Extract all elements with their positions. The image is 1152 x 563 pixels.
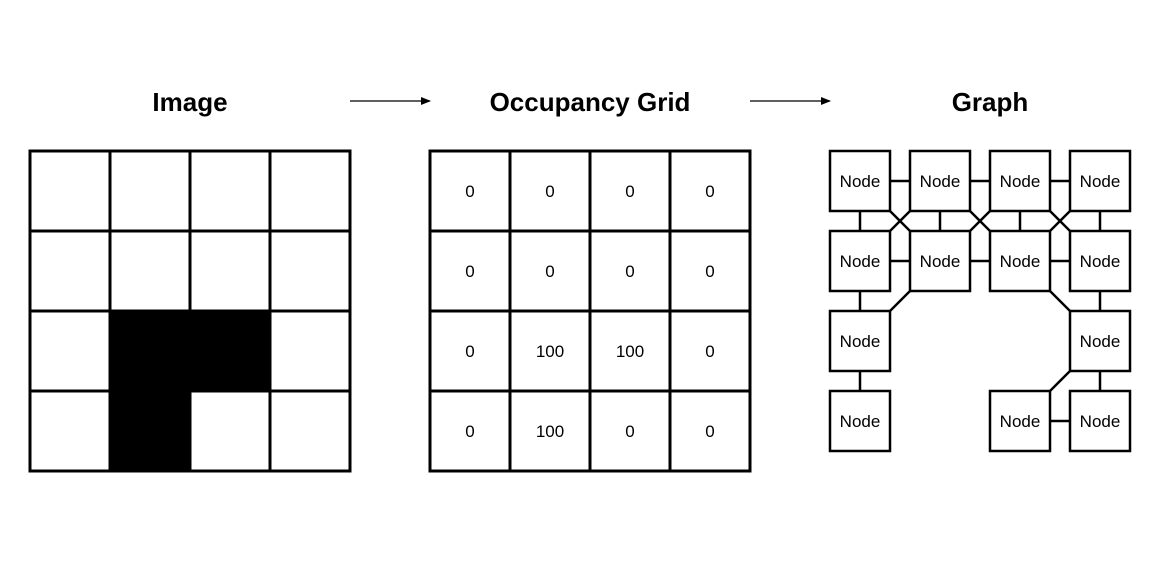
graph-edge (1049, 290, 1071, 312)
occupancy-grid-panel: 0 0 0 0 0 0 0 0 0 100 100 0 0 100 0 0 (428, 149, 752, 473)
graph-node-box (988, 389, 1052, 453)
grid-cell-value: 100 (536, 342, 564, 361)
graph-node-label: Node (840, 252, 881, 271)
graph-node-label: Node (1080, 412, 1121, 431)
grid-cell-value: 0 (705, 182, 714, 201)
grid-cell (428, 309, 512, 393)
graph-edge (889, 210, 911, 232)
image-cell-free (28, 229, 112, 313)
image-cell-occupied (108, 309, 192, 393)
image-cell-free (268, 229, 352, 313)
grid-cell-value: 0 (705, 422, 714, 441)
graph-node-label: Node (1000, 172, 1041, 191)
grid-cell (668, 229, 752, 313)
image-cell-occupied (108, 389, 192, 473)
graph-node-box (828, 229, 892, 293)
graph-node-label: Node (1080, 172, 1121, 191)
grid-cell (668, 389, 752, 473)
title-occupancy-grid: Occupancy Grid (489, 87, 691, 117)
image-cell-free (268, 309, 352, 393)
graph-node-box (1068, 229, 1132, 293)
grid-cell-value: 0 (465, 342, 474, 361)
graph-node-box (908, 149, 972, 213)
image-cell-occupied (188, 309, 272, 393)
image-cell-free (28, 389, 112, 473)
graph-node-label: Node (1000, 252, 1041, 271)
graph-node-label: Node (840, 332, 881, 351)
title-image: Image (152, 87, 228, 117)
image-cell-free (268, 149, 352, 233)
image-cell-free (188, 229, 272, 313)
grid-cell (428, 389, 512, 473)
grid-cell-value: 100 (616, 342, 644, 361)
grid-cell-value: 0 (545, 182, 554, 201)
graph-node-box (1068, 389, 1132, 453)
image-cell-free (108, 229, 192, 313)
grid-cell (588, 229, 672, 313)
graph-node-label: Node (1080, 252, 1121, 271)
graph-node-box (828, 149, 892, 213)
graph-edge (1049, 370, 1071, 392)
grid-cell (668, 309, 752, 393)
graph-node-label: Node (840, 172, 881, 191)
image-cell-free (268, 389, 352, 473)
image-cell-free (108, 149, 192, 233)
grid-cell-value: 0 (705, 342, 714, 361)
graph-node-box (828, 309, 892, 373)
graph-node-box (1068, 309, 1132, 373)
graph-node-box (988, 229, 1052, 293)
graph-node-label: Node (1080, 332, 1121, 351)
image-cell-free (188, 149, 272, 233)
grid-cell (588, 309, 672, 393)
grid-cell-value: 0 (545, 262, 554, 281)
graph-node-label: Node (1000, 412, 1041, 431)
graph-edge (1049, 210, 1071, 232)
graph-node-box (828, 389, 892, 453)
grid-cell-value: 0 (465, 262, 474, 281)
image-cell-free (28, 309, 112, 393)
grid-cell-value: 100 (536, 422, 564, 441)
grid-cell-value: 0 (625, 182, 634, 201)
graph-edges (858, 179, 1102, 423)
grid-cell-value: 0 (625, 422, 634, 441)
image-cell-free (28, 149, 112, 233)
grid-cell-value: 0 (625, 262, 634, 281)
image-panel (28, 149, 352, 473)
grid-cell-value: 0 (465, 422, 474, 441)
graph-node-label: Node (840, 412, 881, 431)
grid-cell-value: 0 (705, 262, 714, 281)
title-graph: Graph (951, 87, 1029, 117)
graph-node-box (1068, 149, 1132, 213)
graph-edge (889, 290, 911, 312)
graph-node-label: Node (920, 252, 961, 271)
grid-cell-value: 0 (465, 182, 474, 201)
graph-node-box (908, 229, 972, 293)
image-cell-free (188, 389, 272, 473)
graph-node-box (988, 149, 1052, 213)
graph-edge (969, 210, 991, 232)
graph-node-label: Node (920, 172, 961, 191)
